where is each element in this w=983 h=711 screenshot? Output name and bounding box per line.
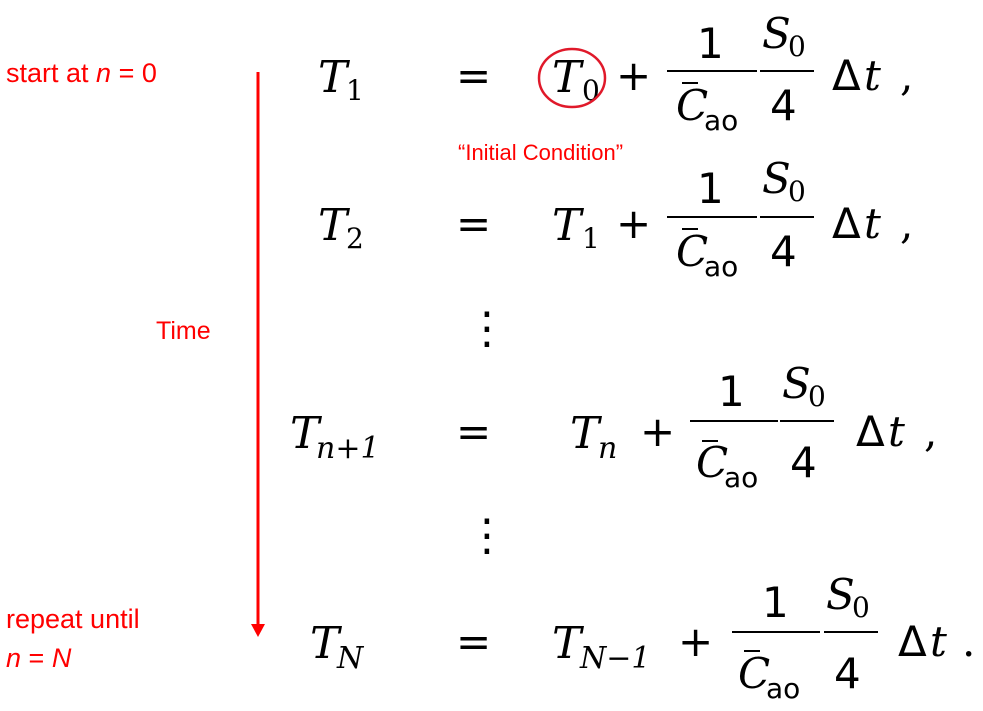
eq2-den-sub: ao: [704, 250, 738, 283]
eq1-equals: =: [456, 51, 491, 100]
eq1-plus: +: [616, 51, 651, 100]
eq2-delta: Δ: [832, 199, 861, 248]
vertical-ellipsis-1: ⋮: [465, 303, 509, 354]
eq4-den-sub: ao: [766, 672, 800, 705]
eq4-den-var: C: [738, 649, 770, 698]
eq3-s-var: S: [782, 359, 811, 408]
eq3-rhs-var: T: [570, 408, 603, 459]
eq4-lhs-var: T: [310, 618, 343, 669]
annotation-repeat-var: n: [6, 643, 21, 673]
eq1-frac-num: 1: [697, 19, 724, 68]
eq2-frac-num: 1: [697, 164, 724, 213]
eq3-lhs-sub: n+1: [316, 431, 380, 466]
eq1-s-sub: 0: [788, 30, 806, 63]
annotation-start-rest: = 0: [111, 58, 157, 88]
eq4-frac-num: 1: [762, 578, 789, 627]
annotation-start-var: n: [96, 58, 111, 88]
eq1-rhs-var: T: [552, 52, 585, 103]
eq3-lhs-var: T: [290, 408, 323, 459]
equation-row-4: T N = T N−1 + 1 C ao S 0 4 Δ t .: [310, 570, 975, 705]
eq2-equals: =: [456, 199, 491, 248]
eq1-dt-var: t: [864, 51, 881, 100]
eq3-s-den: 4: [790, 438, 817, 487]
eq2-s-sub: 0: [788, 175, 806, 208]
eq4-lhs-sub: N: [336, 641, 365, 676]
eq4-end: .: [962, 617, 975, 666]
eq4-s-den: 4: [834, 649, 861, 698]
eq1-delta: Δ: [832, 51, 861, 100]
annotation-time: Time: [156, 317, 211, 345]
annotation-start: start at n = 0: [6, 58, 157, 88]
eq3-s-sub: 0: [808, 380, 826, 413]
eq1-lhs-sub: 1: [346, 74, 364, 107]
eq2-lhs-sub: 2: [346, 222, 364, 255]
eq4-rhs-var: T: [552, 618, 585, 669]
eq2-rhs-var: T: [552, 200, 585, 251]
equation-row-3: T n+1 = T n + 1 C ao S 0 4 Δ t ,: [290, 359, 937, 494]
eq1-lhs-var: T: [318, 52, 351, 103]
eq1-den-var: C: [676, 81, 708, 130]
eq4-dt-var: t: [930, 617, 947, 666]
eq3-equals: =: [456, 407, 491, 456]
eq2-rhs-sub: 1: [582, 222, 600, 255]
eq2-dt-var: t: [864, 199, 881, 248]
eq3-frac-num: 1: [718, 367, 745, 416]
annotation-repeat-line1: repeat until: [6, 604, 140, 634]
eq2-s-var: S: [762, 154, 791, 203]
eq2-s-den: 4: [770, 227, 797, 276]
eq3-plus: +: [640, 407, 675, 456]
annotation-start-prefix: start at: [6, 58, 96, 88]
initial-condition-circle: [537, 47, 607, 109]
eq2-lhs-var: T: [318, 200, 351, 251]
eq4-equals: =: [456, 617, 491, 666]
annotation-repeat-eq: =: [21, 643, 52, 673]
eq1-den-sub: ao: [704, 104, 738, 137]
eq4-rhs-sub: N−1: [579, 641, 650, 676]
equation-row-1: T 1 = T 0 + 1 C ao S 0 4 Δ t ,: [318, 9, 913, 137]
eq1-s-den: 4: [770, 81, 797, 130]
eq3-den-sub: ao: [724, 461, 758, 494]
eq3-delta: Δ: [856, 407, 885, 456]
eq2-end: ,: [900, 199, 913, 248]
vertical-ellipsis-2: ⋮: [465, 510, 509, 561]
eq3-den-var: C: [696, 438, 728, 487]
eq2-den-var: C: [676, 227, 708, 276]
eq1-end: ,: [900, 51, 913, 100]
eq1-s-var: S: [762, 9, 791, 58]
annotation-repeat-line2: n = N: [6, 643, 72, 673]
annotation-repeat-var2: N: [52, 643, 72, 673]
eq3-end: ,: [924, 407, 937, 456]
eq4-s-sub: 0: [852, 591, 870, 624]
eq4-plus: +: [678, 617, 713, 666]
equation-row-2: T 2 = T 1 + 1 C ao S 0 4 Δ t ,: [318, 154, 913, 283]
eq3-rhs-sub: n: [598, 431, 617, 466]
eq3-dt-var: t: [888, 407, 905, 456]
time-arrow-head: [251, 624, 265, 637]
eq4-s-var: S: [826, 570, 855, 619]
eq4-delta: Δ: [898, 617, 927, 666]
initial-condition-label: “Initial Condition”: [458, 140, 623, 165]
eq2-plus: +: [616, 199, 651, 248]
